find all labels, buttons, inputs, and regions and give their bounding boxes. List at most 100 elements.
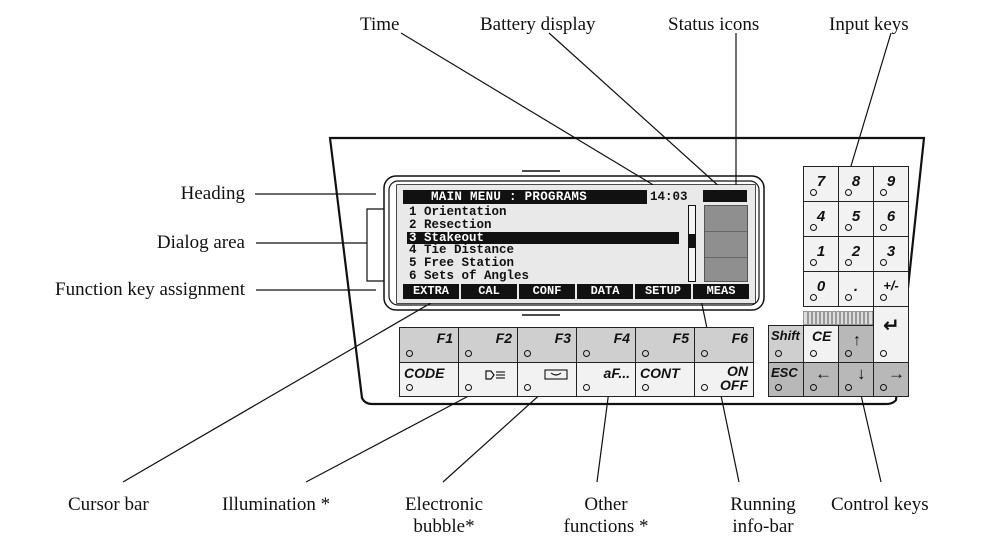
f4-key[interactable]: F4 (576, 327, 636, 363)
key-7[interactable]: 7 (803, 166, 839, 202)
callout-control-keys: Control keys (831, 494, 929, 515)
lcd-time: 14:03 (650, 190, 688, 204)
softkey-conf[interactable]: CONF (519, 284, 577, 299)
left-arrow-key[interactable]: ← (803, 362, 839, 397)
key-4-label: 4 (816, 208, 826, 225)
f5-label: F5 (672, 330, 689, 346)
lcd-menu-item[interactable]: 4 Tie Distance (409, 243, 515, 258)
left-arrow-icon: ← (815, 364, 832, 383)
led-icon (406, 384, 413, 391)
led-icon (880, 189, 887, 196)
status-divider (705, 231, 747, 232)
up-arrow-icon: ↑ (853, 332, 861, 349)
softkey-setup[interactable]: SETUP (635, 284, 693, 299)
cont-key[interactable]: CONT (635, 362, 695, 397)
cont-label: CONT (640, 365, 680, 381)
softkey-extra[interactable]: EXTRA (403, 284, 461, 299)
f1-key[interactable]: F1 (399, 327, 459, 363)
up-arrow-key[interactable]: ↑ (838, 325, 874, 363)
f5-key[interactable]: F5 (635, 327, 695, 363)
led-icon (880, 259, 887, 266)
key-0-label: 0 (816, 278, 826, 295)
callout-running-line2: info-bar (732, 516, 794, 537)
shift-key[interactable]: Shift (768, 325, 804, 363)
key-decimal[interactable]: . (838, 271, 874, 307)
led-icon (810, 294, 817, 301)
key-9[interactable]: 9 (873, 166, 909, 202)
key-3-label: 3 (886, 243, 896, 260)
led-icon (845, 224, 852, 231)
callout-electronic-bubble-line1: Electronic (404, 494, 484, 515)
key-5-label: 5 (851, 208, 861, 225)
right-arrow-icon: → (888, 364, 905, 383)
f6-key[interactable]: F6 (694, 327, 754, 363)
led-icon (465, 350, 472, 357)
ce-label: CE (812, 328, 832, 344)
f2-key[interactable]: F2 (458, 327, 518, 363)
dialog-bracket (366, 208, 384, 282)
leader-cursor (122, 281, 468, 483)
callout-other-functions-line1: Other (584, 494, 628, 515)
key-7-label: 7 (816, 173, 826, 190)
key-6-label: 6 (886, 208, 896, 225)
level-bubble-icon (544, 369, 568, 380)
softkey-meas[interactable]: MEAS (706, 284, 736, 298)
down-arrow-key[interactable]: ↓ (838, 362, 874, 397)
lcd-menu-item[interactable]: 1 Orientation (409, 205, 507, 219)
led-icon (775, 350, 782, 357)
lcd-heading: MAIN MENU : PROGRAMS (403, 190, 647, 204)
led-icon (701, 384, 708, 391)
key-8-label: 8 (851, 173, 861, 190)
f3-key[interactable]: F3 (517, 327, 577, 363)
key-2-label: 2 (851, 243, 861, 260)
lcd-menu-item[interactable]: 2 Resection (409, 217, 492, 232)
lcd-menu-item[interactable]: 5 Free Station (409, 256, 515, 271)
leader-battery (548, 32, 723, 190)
key-8[interactable]: 8 (838, 166, 874, 202)
softkey-cal[interactable]: CAL (461, 284, 519, 299)
key-0[interactable]: 0 (803, 271, 839, 307)
illumination-key[interactable] (458, 362, 518, 397)
led-icon (880, 294, 887, 301)
other-functions-key[interactable]: aF... (576, 362, 636, 397)
electronic-bubble-key[interactable] (517, 362, 577, 397)
lcd-menu-item[interactable]: 6 Sets of Angles (409, 268, 530, 283)
led-icon (775, 384, 782, 391)
led-icon (583, 350, 590, 357)
key-plus-minus[interactable]: +/- (873, 271, 909, 307)
shift-label: Shift (771, 328, 800, 343)
lcd-display: MAIN MENU : PROGRAMS 14:03 1 Orientation… (397, 185, 755, 303)
f4-label: F4 (613, 330, 630, 346)
led-icon (810, 350, 817, 357)
led-icon (642, 384, 649, 391)
callout-running-line1: Running (730, 494, 796, 515)
callout-heading: Heading (180, 183, 245, 204)
key-1[interactable]: 1 (803, 236, 839, 272)
code-key[interactable]: CODE (399, 362, 459, 397)
enter-key[interactable]: ↵ (873, 306, 909, 363)
callout-electronic-bubble-line2: bubble* (413, 516, 475, 537)
key-6[interactable]: 6 (873, 201, 909, 237)
leader-other (596, 382, 611, 483)
callout-running-info-bar: Running info-bar (716, 494, 810, 538)
softkey-data[interactable]: DATA (577, 284, 635, 299)
led-icon (810, 259, 817, 266)
ce-key[interactable]: CE (803, 325, 839, 363)
right-arrow-key[interactable]: → (873, 362, 909, 397)
esc-key[interactable]: ESC (768, 362, 804, 397)
on-label: ON (727, 363, 748, 379)
led-icon (583, 384, 590, 391)
key-3[interactable]: 3 (873, 236, 909, 272)
leader-bubble (442, 381, 555, 483)
led-icon (465, 384, 472, 391)
status-icons-area (704, 205, 748, 282)
key-4[interactable]: 4 (803, 201, 839, 237)
led-icon (845, 259, 852, 266)
cursor-bar[interactable]: 3 Stakeout (407, 231, 679, 245)
callout-status-icons: Status icons (668, 14, 760, 35)
key-2[interactable]: 2 (838, 236, 874, 272)
key-5[interactable]: 5 (838, 201, 874, 237)
